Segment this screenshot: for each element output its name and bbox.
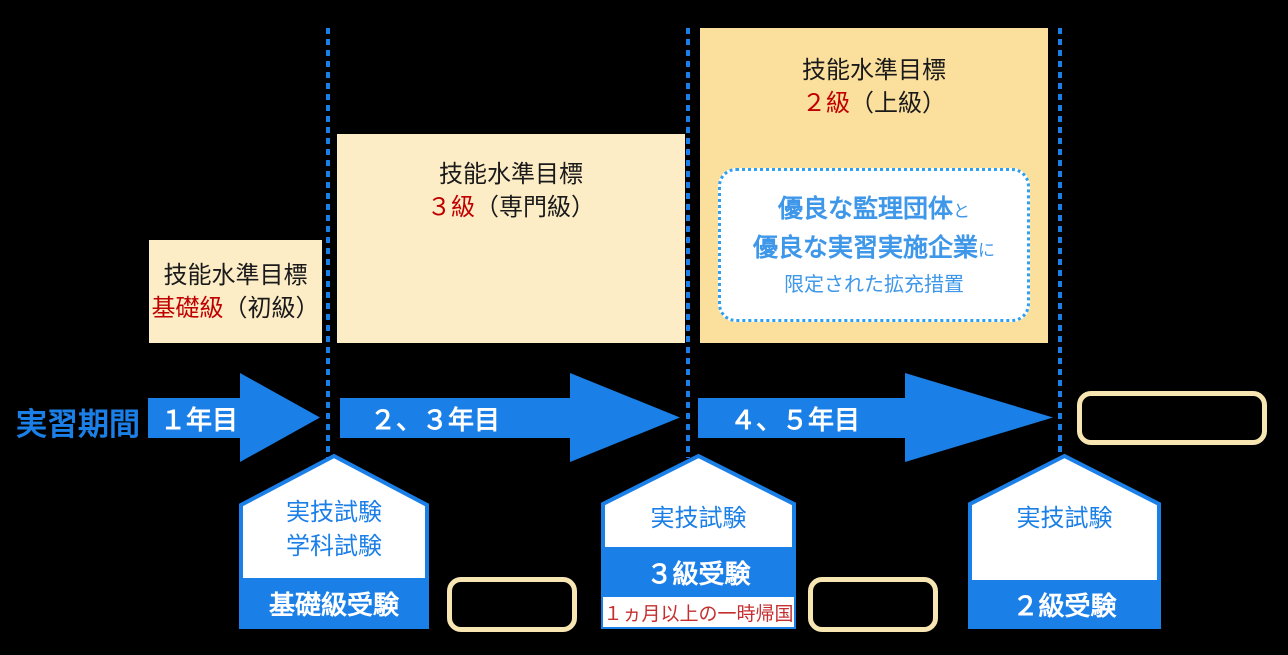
- training-period-label: 実習期間: [16, 407, 140, 443]
- right-arrow-shape: [148, 373, 320, 462]
- goal-box-grade2: 技能水準目標 ２級（上級） 優良な監理団体と 優良な実習実施企業に 限定された拡…: [700, 28, 1048, 343]
- exam-band: ２級受験: [969, 580, 1160, 628]
- dotted-timeline-divider-3: [1058, 28, 1062, 458]
- highlight-line-2: 優良な実習実施企業に: [752, 233, 995, 262]
- dotted-timeline-divider-1: [326, 28, 330, 458]
- timeline-arrow-year2-3: ２、３年目: [340, 373, 680, 462]
- exam-house-grade3: 実技試験 ３級受験 １ヵ月以上の一時帰国: [600, 453, 797, 630]
- exam-type: 実技試験: [650, 504, 747, 532]
- timeline-arrow-year4-5: ４、５年目: [698, 373, 1053, 462]
- timeline-arrow-year1: １年目: [148, 373, 320, 462]
- exam-type-lines: 実技試験: [967, 501, 1162, 535]
- highlight-line-1: 優良な監理団体と: [777, 194, 970, 223]
- exam-house-basic: 実技試験 学科試験 基礎級受験: [238, 453, 430, 630]
- exam-type: 学科試験: [286, 532, 382, 560]
- empty-slot-bottom-1: [447, 577, 577, 632]
- goal-grade-line: ２級（上級）: [700, 87, 1048, 120]
- arrow-label: ２、３年目: [370, 405, 501, 436]
- goal-grade-suffix: （上級）: [850, 89, 946, 117]
- goal-box-basic: 技能水準目標 基礎級（初級）: [149, 240, 322, 343]
- goal-grade-line: ３級（専門級）: [337, 191, 685, 224]
- temporary-return-note: １ヵ月以上の一時帰国: [603, 597, 794, 627]
- goal-grade-suffix: （初級）: [223, 293, 320, 322]
- highlight-line-3: 限定された拡充措置: [784, 272, 964, 296]
- goal-grade-suffix: （専門級）: [475, 193, 595, 221]
- exam-house-grade2: 実技試験 ２級受験: [967, 453, 1162, 630]
- highlight-particle-2: に: [978, 241, 995, 261]
- highlight-particle-1: と: [953, 202, 970, 222]
- empty-slot-right: [1077, 391, 1267, 445]
- arrow-label: １年目: [160, 405, 239, 436]
- exam-type: 実技試験: [286, 498, 382, 526]
- goal-grade: 基礎級: [151, 293, 224, 322]
- empty-slot-bottom-2: [808, 577, 938, 632]
- dotted-timeline-divider-2: [686, 28, 690, 458]
- right-arrow-shape: [340, 373, 680, 462]
- goal-box-grade3: 技能水準目標 ３級（専門級）: [337, 134, 685, 343]
- exam-type-lines: 実技試験: [600, 501, 797, 535]
- goal-grade: ３級: [427, 193, 475, 221]
- goal-title: 技能水準目標: [802, 56, 946, 84]
- highlight-note-box: 優良な監理団体と 優良な実習実施企業に 限定された拡充措置: [718, 168, 1030, 322]
- right-arrow-shape: [698, 373, 1053, 462]
- arrow-label: ４、５年目: [730, 405, 861, 436]
- goal-title: 技能水準目標: [439, 160, 583, 188]
- exam-type-lines: 実技試験 学科試験: [238, 495, 430, 563]
- exam-type: 実技試験: [1016, 504, 1113, 532]
- exam-band: 基礎級受験: [240, 578, 428, 628]
- goal-grade: ２級: [802, 89, 850, 117]
- exam-band: ３級受験: [602, 547, 795, 597]
- goal-title: 技能水準目標: [163, 260, 308, 289]
- goal-grade-line: 基礎級（初級）: [149, 292, 322, 325]
